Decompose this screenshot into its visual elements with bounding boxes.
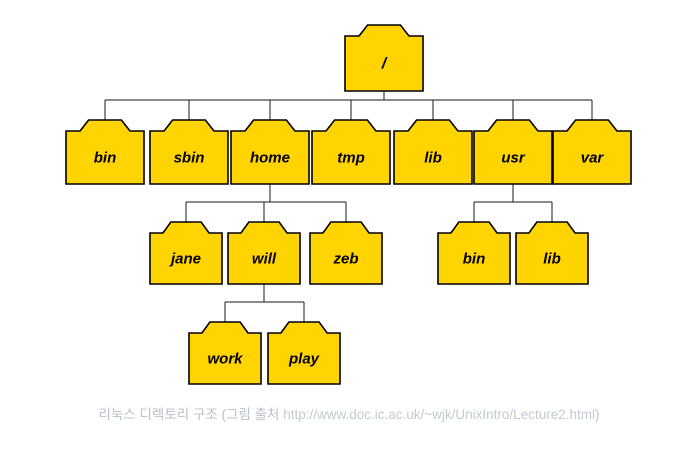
folder-node-bin[interactable]: bin — [65, 119, 145, 185]
folder-label: sbin — [174, 149, 205, 166]
folder-label: play — [288, 350, 320, 367]
folder-icon — [309, 221, 383, 285]
caption-closing-paren: ) — [594, 407, 600, 422]
folder-icon — [473, 119, 553, 185]
folder-icon — [344, 24, 424, 92]
folder-layer: / bin sbin home tmp lib usr var jane will zeb bin li… — [65, 24, 632, 385]
folder-label: bin — [94, 149, 117, 166]
folder-label: tmp — [337, 149, 365, 166]
folder-label: lib — [424, 149, 442, 166]
diagram-caption: 리눅스 디렉토리 구조 (그림 출처 http://www.doc.ic.ac.… — [0, 403, 698, 423]
folder-label: var — [581, 149, 605, 166]
folder-icon — [311, 119, 391, 185]
folder-icon — [267, 321, 341, 385]
folder-icon — [149, 221, 223, 285]
caption-source-url: http://www.doc.ic.ac.uk/~wjk/UnixIntro/L… — [283, 407, 595, 422]
folder-icon — [230, 119, 310, 185]
folder-label: usr — [501, 149, 526, 166]
folder-node-home[interactable]: home — [230, 119, 310, 185]
folder-icon — [437, 221, 511, 285]
folder-label: jane — [169, 250, 201, 267]
folder-label: bin — [463, 250, 486, 267]
folder-label: work — [207, 350, 243, 367]
connector-layer — [104, 91, 593, 322]
folder-icon — [552, 119, 632, 185]
folder-node-will[interactable]: will — [227, 221, 301, 285]
folder-label: will — [252, 250, 277, 267]
folder-node-lib[interactable]: lib — [393, 119, 473, 185]
folder-label: lib — [543, 250, 561, 267]
folder-node-sbin[interactable]: sbin — [149, 119, 229, 185]
folder-node-root[interactable]: / — [344, 24, 424, 92]
folder-icon — [393, 119, 473, 185]
folder-node-usr[interactable]: usr — [473, 119, 553, 185]
folder-icon — [149, 119, 229, 185]
folder-icon — [515, 221, 589, 285]
folder-node-usr_bin[interactable]: bin — [437, 221, 511, 285]
folder-node-zeb[interactable]: zeb — [309, 221, 383, 285]
folder-node-tmp[interactable]: tmp — [311, 119, 391, 185]
folder-node-usr_lib[interactable]: lib — [515, 221, 589, 285]
folder-label: / — [381, 56, 388, 73]
folder-icon — [227, 221, 301, 285]
folder-icon — [65, 119, 145, 185]
folder-node-var[interactable]: var — [552, 119, 632, 185]
folder-icon — [188, 321, 262, 385]
caption-korean-text: 리눅스 디렉토리 구조 (그림 출처 — [98, 407, 284, 422]
folder-node-play[interactable]: play — [267, 321, 341, 385]
folder-node-jane[interactable]: jane — [149, 221, 223, 285]
folder-label: zeb — [332, 250, 358, 267]
folder-label: home — [250, 149, 290, 166]
folder-node-work[interactable]: work — [188, 321, 262, 385]
